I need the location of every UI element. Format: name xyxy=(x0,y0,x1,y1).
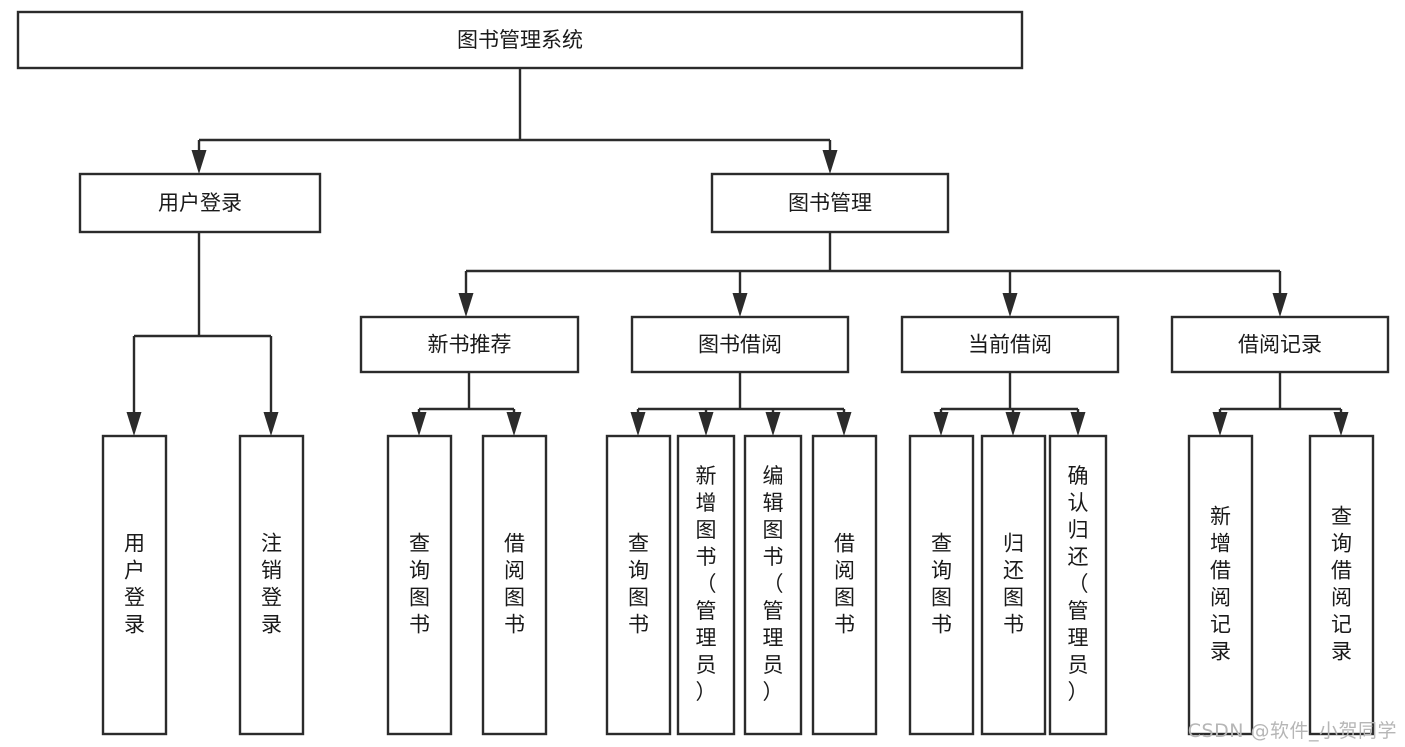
node-leaf-query-record[interactable]: 查询借阅记录 xyxy=(1308,434,1375,736)
node-label: 注销登录 xyxy=(261,532,282,637)
connector-e-root-to-l1 xyxy=(191,68,838,174)
node-leaf-user-logout[interactable]: 注销登录 xyxy=(238,434,305,736)
node-borrow-record[interactable]: 借阅记录 xyxy=(1170,315,1390,374)
node-label: 新增借阅记录 xyxy=(1210,505,1231,664)
node-leaf-return-book[interactable]: 归还图书 xyxy=(980,434,1047,736)
node-label: 借阅记录 xyxy=(1238,333,1322,357)
node-label: 确认归还（管理员） xyxy=(1068,464,1089,704)
connector-e-bookmanage-to-l2 xyxy=(458,232,1288,317)
connector-e-newbook-to-leaves xyxy=(411,372,522,436)
node-user-login[interactable]: 用户登录 xyxy=(78,172,322,234)
node-label: 查询图书 xyxy=(628,532,649,637)
node-leaf-user-login[interactable]: 用户登录 xyxy=(101,434,168,736)
node-label: 归还图书 xyxy=(1003,532,1024,637)
connector-e-bookborrow-to-leaves xyxy=(630,372,852,436)
node-book-borrow[interactable]: 图书借阅 xyxy=(630,315,850,374)
node-label: 当前借阅 xyxy=(968,333,1052,357)
edges-layer xyxy=(126,68,1349,436)
watermark-text: CSDN @软件_小贺同学 xyxy=(1187,720,1397,742)
connector-e-borrowrecord-to-leaves xyxy=(1212,372,1349,436)
connector-e-currentborrow-to-leaves xyxy=(933,372,1086,436)
nodes-layer: 图书管理系统用户登录图书管理新书推荐图书借阅当前借阅借阅记录用户登录注销登录查询… xyxy=(16,10,1390,736)
node-leaf-query-book-cb[interactable]: 查询图书 xyxy=(908,434,975,736)
node-leaf-add-book[interactable]: 新增图书（管理员） xyxy=(676,434,736,736)
node-label: 借阅图书 xyxy=(834,532,855,637)
node-new-book-rec[interactable]: 新书推荐 xyxy=(359,315,580,374)
node-leaf-borrow-book-rec[interactable]: 借阅图书 xyxy=(481,434,548,736)
node-label: 新书推荐 xyxy=(428,333,512,357)
node-label: 用户登录 xyxy=(124,532,145,637)
node-leaf-query-book-bb[interactable]: 查询图书 xyxy=(605,434,672,736)
node-label: 查询图书 xyxy=(409,532,430,637)
node-leaf-borrow-book-bb[interactable]: 借阅图书 xyxy=(811,434,878,736)
node-label: 查询借阅记录 xyxy=(1331,505,1352,664)
node-label: 用户登录 xyxy=(158,191,242,215)
node-book-manage[interactable]: 图书管理 xyxy=(710,172,950,234)
node-leaf-add-record[interactable]: 新增借阅记录 xyxy=(1187,434,1254,736)
connector-e-userlogin-to-leaves xyxy=(126,232,279,436)
node-current-borrow[interactable]: 当前借阅 xyxy=(900,315,1120,374)
node-root[interactable]: 图书管理系统 xyxy=(16,10,1024,70)
node-label: 借阅图书 xyxy=(504,532,525,637)
node-label: 查询图书 xyxy=(931,532,952,637)
node-leaf-confirm-return[interactable]: 确认归还（管理员） xyxy=(1048,434,1108,736)
node-label: 图书管理 xyxy=(788,191,872,215)
node-label: 编辑图书（管理员） xyxy=(763,464,784,704)
node-label: 新增图书（管理员） xyxy=(696,464,717,704)
node-leaf-query-book-rec[interactable]: 查询图书 xyxy=(386,434,453,736)
node-label: 图书借阅 xyxy=(698,333,782,357)
node-label: 图书管理系统 xyxy=(457,28,583,52)
node-leaf-edit-book[interactable]: 编辑图书（管理员） xyxy=(743,434,803,736)
